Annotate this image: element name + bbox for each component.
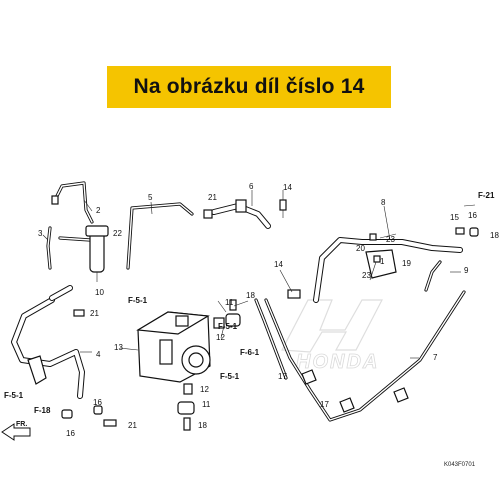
brake-pipe-7 <box>254 290 466 422</box>
ref-f51-top: F-5-1 <box>128 296 148 305</box>
part-number-banner: Na obrázku díl číslo 14 <box>107 66 391 108</box>
ref-f51-right: F-5-1 <box>218 322 238 331</box>
collar-12 <box>183 383 193 395</box>
front-direction-arrow: FR. <box>1 421 31 441</box>
label-7: 7 <box>433 353 438 362</box>
brake-pipe-3 <box>46 226 92 270</box>
label-17b: 17 <box>320 400 329 409</box>
ref-f21: F-21 <box>478 191 495 200</box>
label-3: 3 <box>38 229 43 238</box>
bolt-14 <box>279 199 287 218</box>
ref-f51-left: F-5-1 <box>4 391 24 400</box>
honda-watermark: HONDA <box>281 299 383 373</box>
brake-pipe-9 <box>424 260 442 292</box>
front-label: FR. <box>16 421 27 428</box>
label-16c: 16 <box>66 429 75 438</box>
label-17a: 17 <box>278 372 287 381</box>
brake-pipe-2 <box>51 181 94 224</box>
bolt-14b <box>287 289 301 299</box>
label-4: 4 <box>96 350 101 359</box>
label-11a: 11 <box>225 298 234 307</box>
label-2: 2 <box>96 206 101 215</box>
bolt-16 <box>61 227 479 419</box>
brake-hose-6 <box>211 199 271 229</box>
brake-pipe-5 <box>126 202 194 270</box>
label-14a: 14 <box>283 183 292 192</box>
label-1: 1 <box>380 257 385 266</box>
diagram-code: K043F0701 <box>444 462 476 468</box>
leader-lines <box>42 190 476 359</box>
label-14b: 14 <box>274 260 283 269</box>
label-21c: 21 <box>128 421 137 430</box>
label-9: 9 <box>464 266 469 275</box>
label-8: 8 <box>381 198 386 207</box>
bolt-23 <box>369 233 381 263</box>
label-11b: 11 <box>202 400 211 409</box>
banner-title: Na obrázku díl číslo 14 <box>133 75 365 98</box>
label-18a: 18 <box>246 291 255 300</box>
delay-valve-10 <box>85 225 109 282</box>
honda-wordmark: HONDA <box>296 351 379 373</box>
label-21a: 21 <box>208 193 217 202</box>
label-23b: 23 <box>362 271 371 280</box>
brake-hose-8 <box>313 237 463 303</box>
label-16b: 16 <box>93 398 102 407</box>
abs-modulator-13 <box>136 311 211 383</box>
label-16a: 16 <box>468 211 477 220</box>
damper-11 <box>213 313 241 329</box>
label-13: 13 <box>114 343 123 352</box>
label-5: 5 <box>148 193 153 202</box>
ref-f51-bottom: F-5-1 <box>220 372 240 381</box>
label-22: 22 <box>113 229 122 238</box>
label-21b: 21 <box>90 309 99 318</box>
label-12a: 12 <box>216 333 225 342</box>
label-12b: 12 <box>200 385 209 394</box>
bracket-clip <box>27 355 47 385</box>
label-19: 19 <box>402 259 411 268</box>
label-18c: 18 <box>490 231 499 240</box>
ref-f61: F-6-1 <box>240 348 260 357</box>
damper-11-lower <box>177 401 195 415</box>
bolt-21 <box>73 209 213 317</box>
label-6: 6 <box>249 182 254 191</box>
label-18b: 18 <box>198 421 207 430</box>
label-23a: 23 <box>386 235 395 244</box>
bolt-15 <box>103 227 465 427</box>
clip-17 <box>301 369 409 413</box>
label-20: 20 <box>356 244 365 253</box>
ref-f18: F-18 <box>34 406 51 415</box>
label-10: 10 <box>95 288 104 297</box>
brake-hose-4 <box>11 285 85 399</box>
label-15: 15 <box>450 213 459 222</box>
